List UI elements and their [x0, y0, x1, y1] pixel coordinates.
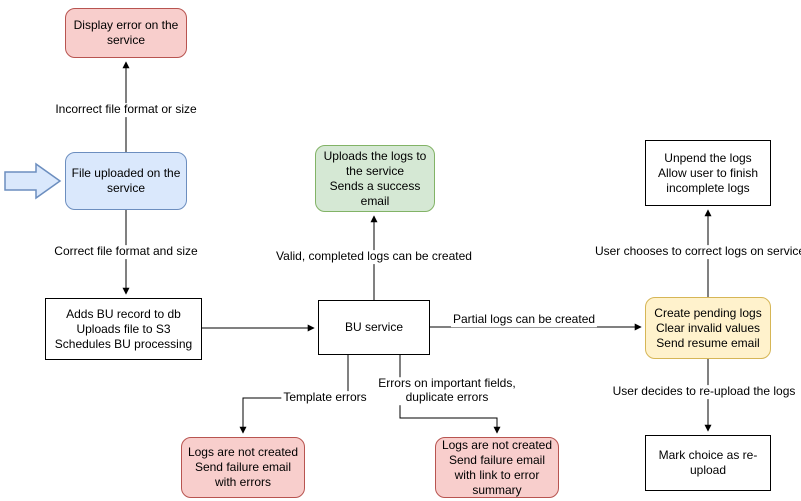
node-display-error: Display error on the service	[65, 8, 187, 58]
node-create-pending-logs: Create pending logs Clear invalid values…	[645, 297, 771, 359]
edge-label-correct-on-service: User chooses to correct logs on service	[592, 244, 801, 259]
node-adds-bu-record: Adds BU record to db Uploads file to S3 …	[45, 298, 202, 360]
edge-label-partial-logs: Partial logs can be created	[450, 312, 598, 327]
node-unpend-logs: Unpend the logs Allow user to finish inc…	[645, 140, 771, 206]
edge-label-correct-format: Correct file format and size	[52, 244, 200, 259]
edge-label-valid-logs: Valid, completed logs can be created	[274, 249, 474, 264]
node-uploads-logs-success: Uploads the logs to the service Sends a …	[315, 145, 435, 212]
edge-label-template-errors: Template errors	[281, 390, 369, 405]
edge-label-important-fields: Errors on important fields, duplicate er…	[376, 376, 518, 405]
node-mark-choice-reupload: Mark choice as re- upload	[645, 435, 771, 491]
edge-label-reupload: User decides to re-upload the logs	[610, 384, 798, 399]
input-block-arrow-icon	[4, 162, 62, 200]
node-logs-not-created-summary: Logs are not created Send failure email …	[435, 437, 559, 498]
node-logs-not-created-errors: Logs are not created Send failure email …	[181, 437, 305, 498]
edge-label-incorrect-format: Incorrect file format or size	[53, 102, 199, 117]
node-file-uploaded: File uploaded on the service	[65, 152, 187, 210]
node-bu-service: BU service	[318, 300, 430, 355]
